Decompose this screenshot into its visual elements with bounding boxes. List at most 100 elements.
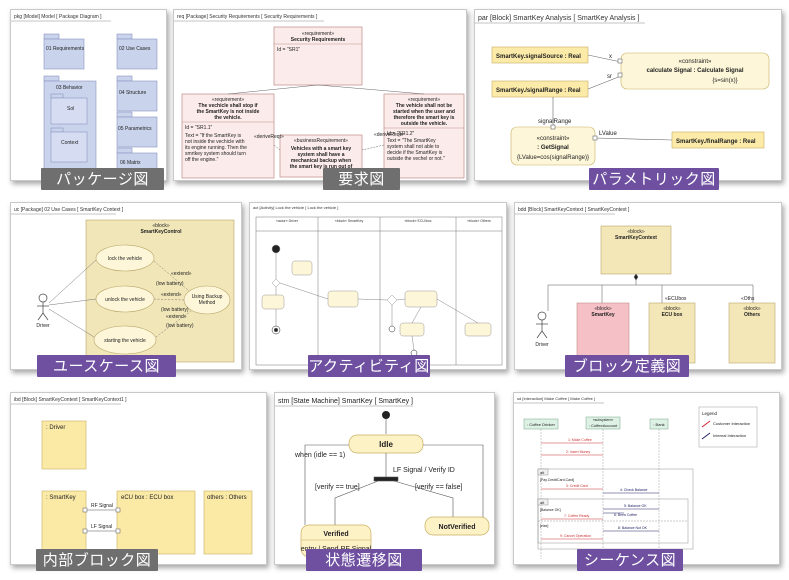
- requirement-relations: [227, 84, 425, 151]
- ibd-part-driver[interactable]: : Driver: [41, 420, 87, 470]
- requirement-business[interactable]: «businessRequirement» Vehicles with a sm…: [279, 134, 363, 178]
- bdd-part-others[interactable]: «block» Others: [728, 302, 776, 364]
- usecase-diagram-header: uc [Package] 02 Use Cases [ SmartKey Con…: [14, 207, 124, 213]
- param-final-range[interactable]: SmartKey./finalRange : Real: [671, 131, 765, 149]
- ibd-part-smartkey[interactable]: : SmartKey: [41, 490, 87, 555]
- usecase-unlock[interactable]: unlock the vehicle: [95, 285, 155, 313]
- svg-text:SmartKey./finalRange : Real: SmartKey./finalRange : Real: [676, 139, 756, 145]
- msg-5: 5: Balance OK: [624, 504, 647, 508]
- package-04-structure[interactable]: 04 Structure: [116, 75, 158, 112]
- requirement-sr1-1[interactable]: «requirement» The vechicle shall stop if…: [181, 93, 275, 179]
- svg-text:«constraint»: «constraint»: [679, 59, 712, 65]
- svg-text:{s=sin(x)}: {s=sin(x)}: [712, 78, 737, 84]
- condition-label-3: (low battery): [166, 323, 194, 329]
- sequence-legend: Legend Customer Interaction Internal Int…: [698, 406, 758, 448]
- bdd-composition-lines: [547, 273, 754, 311]
- activity-lanes: [255, 216, 503, 366]
- svg-text:decide if the SmartKey is: decide if the SmartKey is: [387, 150, 443, 156]
- svg-text:eCU box : ECU box: eCU box : ECU box: [121, 495, 173, 501]
- svg-text:Idle: Idle: [379, 440, 393, 449]
- svg-text:mechanical backup when: mechanical backup when: [291, 158, 351, 164]
- port-sr-label: sr: [607, 74, 612, 80]
- usecase-lock[interactable]: lock the vehicle: [95, 244, 155, 272]
- caption-sequence-diagram: シーケンス図: [577, 549, 683, 571]
- package-05-parametrics[interactable]: 05 Parametrics: [116, 111, 158, 148]
- state-idle[interactable]: Idle: [348, 434, 424, 454]
- lifeline-coffee-drinker: : Coffee Drinker: [527, 422, 556, 427]
- svg-text:SmartKey./signalRange : Real: SmartKey./signalRange : Real: [496, 88, 581, 94]
- svg-text:Text = "The SmartKey: Text = "The SmartKey: [387, 138, 436, 144]
- param-signal-source[interactable]: SmartKey.signalSource : Real: [491, 46, 589, 64]
- activity-flows: [275, 253, 479, 351]
- msg-7: 7: Coffee Ready: [564, 514, 589, 518]
- svg-text:started when the user and: started when the user and: [393, 109, 455, 115]
- condition-label-2: (low battery): [161, 307, 189, 313]
- svg-text:Id = "SR1.1": Id = "SR1.1": [185, 125, 213, 131]
- ibd-part-ecubox[interactable]: eCU box : ECU box: [116, 490, 196, 555]
- msg-1: 1: Make Coffee: [568, 438, 592, 442]
- svg-text:therefore the smart key is: therefore the smart key is: [394, 115, 455, 121]
- bdd-role-others: «Oths: [741, 296, 755, 302]
- svg-text:Legend: Legend: [702, 411, 718, 416]
- bdd-diagram-canvas: bdd [Block] SmartKeyContext [ SmartKeyCo…: [515, 207, 776, 364]
- fragment-alt-1: alt: [540, 470, 545, 475]
- actor-driver-icon[interactable]: [37, 293, 49, 321]
- caption-requirement-diagram: 要求図: [323, 168, 400, 190]
- requirement-security[interactable]: «requirement» Security Requirements Id =…: [273, 26, 363, 86]
- param-signal-range[interactable]: SmartKey./signalRange : Real: [491, 80, 589, 98]
- activity-diagram-canvas: act [Activity] Lock the vehicle [ Lock t…: [253, 205, 503, 366]
- lifeline-heads[interactable]: [523, 416, 669, 430]
- sequence-diagram-header: sd [Interaction] Make Coffee [ Make Coff…: [517, 396, 595, 401]
- svg-text:SmartKeyContext: SmartKeyContext: [615, 235, 657, 241]
- actor-associations: [48, 259, 97, 338]
- extend-label-3: «extend»: [166, 314, 187, 320]
- svg-text:The vehicle shall not be: The vehicle shall not be: [396, 103, 453, 109]
- caption-package-diagram: パッケージ図: [41, 168, 164, 190]
- svg-text:calculate Signal : Calculate S: calculate Signal : Calculate Signal: [646, 68, 743, 74]
- requirement-diagram-panel: req [Package] Security Requirements [ Se…: [173, 9, 467, 181]
- param-get-signal[interactable]: «constraint» : GetSignal {LValue=cos(sig…: [510, 126, 596, 166]
- bdd-part-smartkey[interactable]: «block» SmartKey: [576, 302, 630, 364]
- svg-text:its engine running. Then the: its engine running. Then the: [185, 145, 247, 151]
- parametric-diagram-panel: par [Block] SmartKey Analysis [ SmartKey…: [474, 9, 782, 181]
- lane-smartkey: «block» SmartKey: [335, 219, 364, 223]
- svg-text:05 Parametrics: 05 Parametrics: [118, 126, 152, 132]
- bdd-actor-driver-label: Driver: [535, 342, 549, 348]
- param-calculate-signal[interactable]: «constraint» calculate Signal : Calculat…: [620, 52, 770, 90]
- lane-ecubox: «block» ECU/box: [404, 219, 431, 223]
- svg-text:01 Requirements: 01 Requirements: [46, 46, 85, 52]
- parametric-diagram-canvas: par [Block] SmartKey Analysis [ SmartKey…: [475, 15, 770, 166]
- package-03-behavior[interactable]: 03 Behavior Sol Context: [43, 75, 97, 172]
- svg-text:: SmartKey: : SmartKey: [46, 495, 76, 501]
- stm-initial: [382, 411, 390, 434]
- svg-text:«requirement»: «requirement»: [302, 31, 334, 37]
- usecase-start[interactable]: starting the vehicle: [93, 325, 157, 355]
- svg-text:Sol: Sol: [67, 106, 74, 112]
- svg-text:«block»: «block»: [743, 306, 760, 312]
- port-x-label: x: [609, 54, 612, 60]
- svg-text:NotVerified: NotVerified: [439, 524, 476, 531]
- state-notverified[interactable]: NotVerified: [424, 516, 490, 536]
- package-02-use-cases[interactable]: 02 Use Cases: [116, 33, 158, 70]
- bdd-actor-driver-icon[interactable]: [536, 311, 548, 339]
- svg-text:SmartKey.signalSource : Real: SmartKey.signalSource : Real: [496, 54, 581, 60]
- bdd-part-ecubox[interactable]: «block» ECU box: [648, 302, 696, 364]
- svg-text:«block»: «block»: [152, 223, 169, 229]
- svg-text:Internal Interaction: Internal Interaction: [713, 433, 746, 438]
- ibd-diagram-header: ibd [Block] SmartKeyContext [ SmartKeyCo…: [14, 397, 127, 403]
- package-01-requirements[interactable]: 01 Requirements: [43, 33, 85, 70]
- ibd-part-others[interactable]: others : Others: [203, 490, 253, 555]
- activity-diagram-panel: act [Activity] Lock the vehicle [ Lock t…: [249, 202, 507, 370]
- guard-credit-card: [Pay.CreditCard.Card]: [540, 478, 574, 482]
- bdd-root-block[interactable]: «block» SmartKeyContext: [600, 225, 672, 275]
- requirement-sr1-2[interactable]: «requirement» The vehicle shall not be s…: [383, 93, 465, 179]
- svg-text:not inside the vechicle with: not inside the vechicle with: [185, 139, 245, 145]
- svg-text:starting the vehicle: starting the vehicle: [104, 338, 146, 344]
- lane-others: «block» Others: [467, 219, 491, 223]
- svg-text:Context: Context: [61, 140, 79, 146]
- param-connectors: [550, 54, 673, 141]
- usecase-backup-method[interactable]: Using Backup Method: [183, 285, 231, 315]
- svg-text:outside the vehicle.: outside the vehicle.: [401, 121, 448, 127]
- lifeline-account-stereo: «subsystem»: [593, 418, 614, 422]
- activity-nodes[interactable]: [261, 244, 492, 357]
